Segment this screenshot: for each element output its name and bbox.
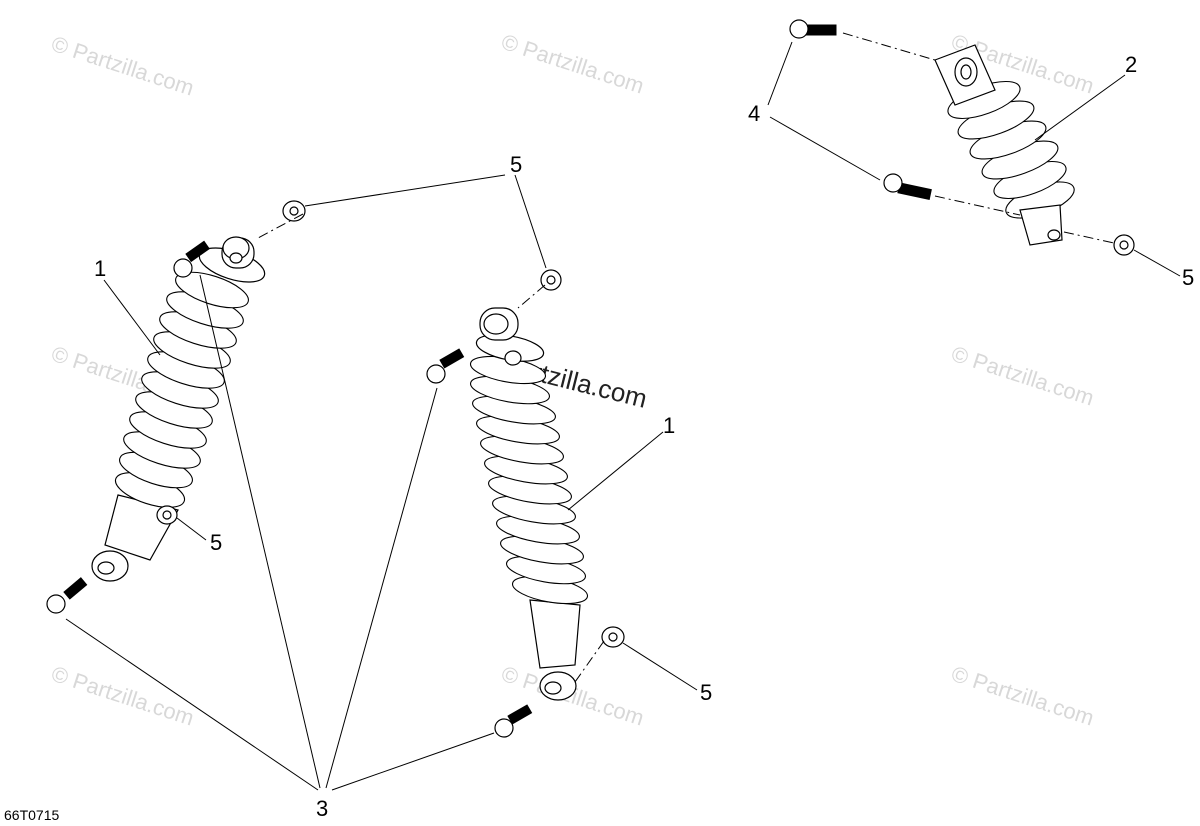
nut-right — [1113, 234, 1135, 256]
callout-1-middle: 1 — [663, 413, 675, 438]
watermark: © Partzilla.com — [498, 29, 647, 99]
nut-middle-top — [540, 269, 562, 291]
shock-absorber-left — [91, 236, 266, 582]
callout-2: 2 — [1125, 52, 1137, 77]
bolt-middle-top — [426, 348, 465, 384]
watermark: © Partzilla.com — [948, 341, 1097, 411]
watermark: © Partzilla.com — [498, 661, 647, 731]
shock-absorber-middle — [469, 307, 589, 701]
bolt-middle-bottom — [494, 704, 533, 738]
spring-coils-middle — [469, 355, 589, 605]
drawing-code: 66T0715 — [4, 807, 59, 823]
nut-left-bottom — [156, 505, 178, 525]
watermark: © Partzilla.com — [48, 31, 197, 101]
callout-5-left: 5 — [210, 530, 222, 555]
callout-3: 3 — [316, 796, 328, 821]
callouts: 1 1 2 3 4 5 5 5 5 — [94, 52, 1194, 821]
watermark: © Partzilla.com — [948, 661, 1097, 731]
callout-5-middle: 5 — [700, 680, 712, 705]
callout-4: 4 — [748, 101, 760, 126]
callout-5-top: 5 — [510, 152, 522, 177]
bolt-right-bottom — [883, 173, 932, 201]
shock-absorber-right — [934, 44, 1075, 246]
leader-lines — [65, 41, 1181, 791]
center-lines — [257, 32, 1115, 683]
bolt-right-top — [789, 19, 837, 39]
nut-left-top — [282, 200, 306, 222]
spring-coils-right — [947, 80, 1075, 219]
nut-middle-bottom — [601, 626, 625, 648]
callout-1-left: 1 — [94, 256, 106, 281]
bolt-left-bottom — [46, 577, 88, 614]
spring-coils-left — [114, 271, 249, 508]
bolt-left-top — [173, 240, 210, 278]
callout-5-right: 5 — [1182, 265, 1194, 290]
watermark: © Partzilla.com — [48, 661, 197, 731]
